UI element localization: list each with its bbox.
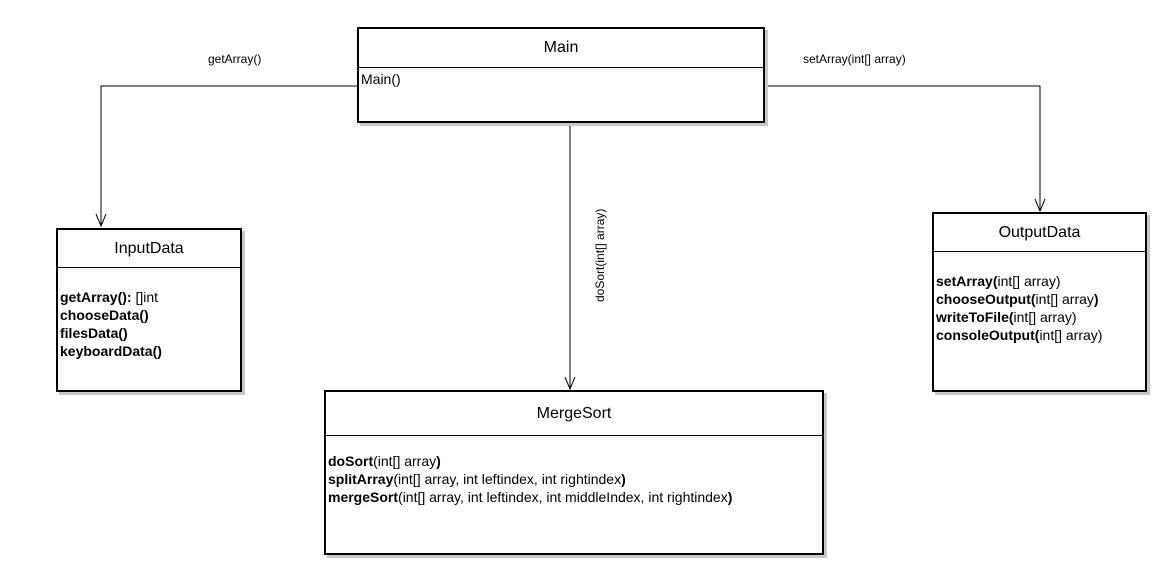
operation: splitArray(int[] array, int leftindex, i… xyxy=(328,470,820,488)
operation: keyboardData() xyxy=(60,342,238,360)
class-mergesort-operations: doSort(int[] array) splitArray(int[] arr… xyxy=(326,436,822,508)
operation-name: mergeSort xyxy=(328,489,399,505)
operation: mergeSort(int[] array, int leftindex, in… xyxy=(328,488,820,506)
operation: chooseOutput(int[] array) xyxy=(936,290,1143,308)
class-inputdata-name: InputData xyxy=(114,239,184,257)
class-outputdata-name: OutputData xyxy=(998,223,1081,241)
class-inputdata-header: InputData xyxy=(58,230,240,268)
operation: getArray(): []int xyxy=(60,288,238,306)
operation-close: ) xyxy=(436,453,441,469)
class-outputdata-operations: setArray(int[] array) chooseOutput(int[]… xyxy=(934,252,1145,346)
class-mergesort-name: MergeSort xyxy=(536,404,612,422)
operation-name: doSort xyxy=(328,453,374,469)
operation-name: splitArray xyxy=(328,471,394,487)
class-main[interactable]: Main Main() xyxy=(357,27,765,123)
operation-name: consoleOutput( xyxy=(936,327,1040,343)
edge-main-to-inputdata xyxy=(100,85,358,226)
class-outputdata[interactable]: OutputData setArray(int[] array) chooseO… xyxy=(932,212,1147,392)
operation-name: filesData() xyxy=(60,325,128,341)
class-mergesort[interactable]: MergeSort doSort(int[] array) splitArray… xyxy=(324,390,824,555)
operation-params: int[] array) xyxy=(1013,309,1077,325)
operation: chooseData() xyxy=(60,306,238,324)
operation-close: ) xyxy=(1093,291,1099,307)
class-main-name: Main xyxy=(543,39,579,56)
class-mergesort-header: MergeSort xyxy=(326,392,822,436)
operation-params: int[] array) xyxy=(997,273,1061,289)
operation-name: setArray( xyxy=(936,273,998,289)
arrowhead-outputdata xyxy=(1034,198,1046,213)
operation: consoleOutput(int[] array) xyxy=(936,326,1143,344)
edge-label-dosort: doSort(int[] array) xyxy=(593,208,607,302)
operation-params: (int[] array xyxy=(373,453,437,469)
class-inputdata[interactable]: InputData getArray(): []int chooseData()… xyxy=(56,228,242,392)
class-main-header: Main xyxy=(359,29,763,68)
class-inputdata-operations: getArray(): []int chooseData() filesData… xyxy=(58,268,240,362)
operation: writeToFile(int[] array) xyxy=(936,308,1143,326)
operation: filesData() xyxy=(60,324,238,342)
operation-name: writeToFile( xyxy=(936,309,1014,325)
operation-name: keyboardData() xyxy=(60,343,162,359)
class-outputdata-header: OutputData xyxy=(934,214,1145,252)
arrowhead-inputdata xyxy=(95,213,107,228)
edge-main-to-outputdata xyxy=(764,85,1041,211)
edge-label-getarray: getArray() xyxy=(208,52,262,66)
operation-params: (int[] array, int leftindex, int middleI… xyxy=(398,489,728,505)
operation: doSort(int[] array) xyxy=(328,452,820,470)
operation-name: Main() xyxy=(361,71,401,87)
operation-close: ) xyxy=(621,471,626,487)
operation-name: getArray(): xyxy=(60,289,136,305)
operation: Main() xyxy=(361,70,761,88)
operation-name: chooseData() xyxy=(60,307,149,323)
operation-name: chooseOutput( xyxy=(936,291,1036,307)
class-main-operations: Main() xyxy=(359,68,763,90)
operation-type: []int xyxy=(135,289,159,305)
operation-params: (int[] array, int leftindex, int rightin… xyxy=(393,471,622,487)
arrowhead-mergesort xyxy=(564,376,576,391)
operation-params: int[] array xyxy=(1035,291,1094,307)
edge-label-setarray: setArray(int[] array) xyxy=(803,52,906,66)
operation-params: int[] array) xyxy=(1039,327,1103,343)
operation: setArray(int[] array) xyxy=(936,272,1143,290)
operation-close: ) xyxy=(727,489,733,505)
